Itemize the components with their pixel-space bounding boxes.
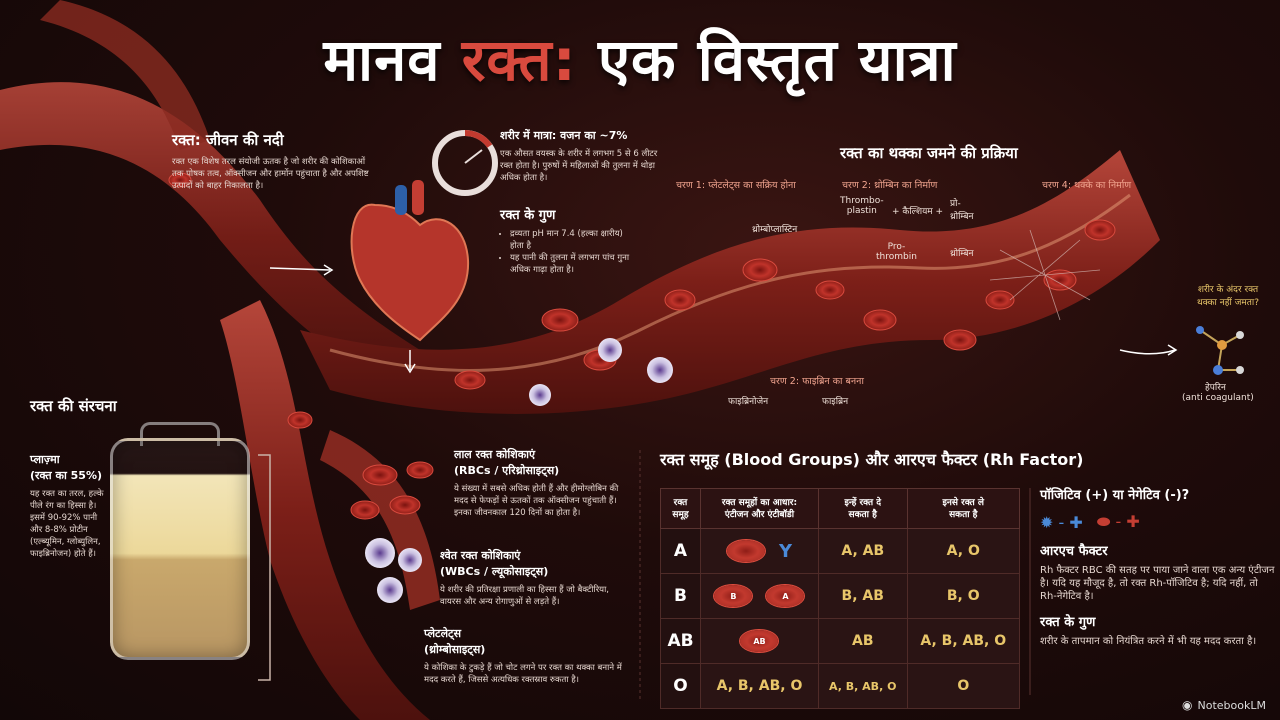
platelets-section: प्लेटलेट्स (थ्रोम्बोसाइट्स) ये कोशिका के… <box>424 626 629 686</box>
antigen-cell: Y <box>700 528 819 574</box>
properties-top-section: रक्त के गुण द्रव्यता pH मान 7.4 (हल्का क… <box>500 208 630 276</box>
rh-panel: पॉजिटिव (+) या नेगेटिव (-)? ✹ - ✚ ⬬ - ✚ … <box>1040 488 1275 648</box>
properties-top-list: द्रव्यता pH मान 7.4 (हल्का क्षारीय) होता… <box>500 228 630 276</box>
properties-top-item: द्रव्यता pH मान 7.4 (हल्का क्षारीय) होता… <box>510 228 630 252</box>
calcium-label: + कैल्शियम + <box>892 207 944 217</box>
brand-icon: ◉ <box>1182 698 1193 712</box>
rh-positive-icon: ⬬ - ✚ <box>1096 512 1140 531</box>
col-receive: इनसे रक्त ले सकता है <box>906 488 1021 529</box>
receive-cell: A, B, AB, O <box>906 618 1021 664</box>
plasma-section: प्लाज़्मा (रक्त का 55%) यह रक्त का तरल, … <box>30 452 110 560</box>
rbc-section: लाल रक्त कोशिकाएं (RBCs / एरिथ्रोसाइट्स)… <box>454 447 629 519</box>
properties-top-item: यह पानी की तुलना में लगभग पांच गुना अधिक… <box>510 252 630 276</box>
quantity-text: एक औसत वयस्क के शरीर में लगभग 5 से 6 लीट… <box>500 149 658 183</box>
blood-group-table: रक्त समूह रक्त समूहों का आधार: एंटीजन और… <box>660 488 1021 709</box>
give-cell: B, AB <box>817 573 908 619</box>
give-cell: A, B, AB, O <box>817 663 908 709</box>
page-title: मानव रक्त: एक विस्तृत यात्रा <box>0 18 1280 97</box>
prothrombin-en: Pro- thrombin <box>876 242 917 262</box>
clotting-stage2: चरण 2: थ्रोम्बिन का निर्माण <box>842 180 938 191</box>
col-group: रक्त समूह <box>660 488 701 529</box>
rh-question: पॉजिटिव (+) या नेगेटिव (-)? <box>1040 488 1190 503</box>
table-row: O A, B, AB, O A, B, AB, O O <box>660 663 1021 709</box>
platelets-text: ये कोशिका के टुकड़े हैं जो चोट लगने पर र… <box>424 663 622 685</box>
fibrin-label: फाइब्रिन <box>822 397 849 407</box>
give-cell: A, AB <box>817 528 908 574</box>
blood-groups-heading: रक्त समूह (Blood Groups) और आरएच फैक्टर … <box>660 450 1084 469</box>
antigen-cell: AB <box>700 618 819 664</box>
receive-cell: B, O <box>906 573 1021 619</box>
rbc-ab-icon: AB <box>740 630 779 652</box>
rh-text: Rh फैक्टर RBC की सतह पर पाया जाने वाला ए… <box>1040 565 1275 602</box>
group-cell: A <box>660 528 701 574</box>
why-no-clot: शरीर के अंदर रक्त थक्का नहीं जमता? <box>1196 285 1260 308</box>
rh-props-heading: रक्त के गुण <box>1040 615 1096 630</box>
quantity-section: शरीर में मात्रा: वजन का ~7% एक औसत वयस्क… <box>500 128 670 184</box>
table-row: A Y A, AB A, O <box>660 528 1021 574</box>
title-accent: रक्त: <box>461 26 577 94</box>
prothrombin-hi: प्रो- थ्रोम्बिन <box>950 199 974 222</box>
rh-props-text: शरीर के तापमान को नियंत्रित करने में भी … <box>1040 636 1257 647</box>
thromboplastin-en: Thrombo- plastin <box>840 196 884 216</box>
antigen-cell: A, B, AB, O <box>700 663 819 709</box>
title-part2: एक विस्तृत यात्रा <box>576 26 957 94</box>
wbc-heading: श्वेत रक्त कोशिकाएं (WBCs / ल्यूकोसाइट्स… <box>440 549 549 578</box>
give-cell: AB <box>817 618 908 664</box>
rh-heading: आरएच फैक्टर <box>1040 544 1108 559</box>
brand-logo: ◉ NotebookLM <box>1182 698 1266 712</box>
quantity-heading: शरीर में मात्रा: वजन का ~7% <box>500 129 628 142</box>
rbc-icon <box>726 540 765 562</box>
platelets-heading: प्लेटलेट्स (थ्रोम्बोसाइट्स) <box>424 627 486 656</box>
blood-bag-icon <box>110 438 250 660</box>
blood-bag-top <box>140 422 220 446</box>
rbc-b-icon: B <box>714 585 753 607</box>
receive-cell: O <box>906 663 1021 709</box>
rh-negative-icon: ✹ - ✚ <box>1040 512 1083 532</box>
rh-icons: ✹ - ✚ ⬬ - ✚ <box>1040 512 1275 532</box>
river-heading: रक्त: जीवन की नदी <box>172 131 284 149</box>
clotting-stage4: चरण 4: थक्के का निर्माण <box>1042 180 1132 191</box>
gauge-icon <box>432 130 498 196</box>
wbc-section: श्वेत रक्त कोशिकाएं (WBCs / ल्यूकोसाइट्स… <box>440 548 630 608</box>
river-section: रक्त: जीवन की नदी रक्त एक विशेष तरल संयो… <box>172 130 372 192</box>
thrombin-label: थ्रोम्बिन <box>950 249 974 259</box>
heart-icon <box>350 180 470 342</box>
group-cell: B <box>660 573 701 619</box>
clotting-stage-fibrin: चरण 2: फाइब्रिन का बनना <box>770 376 864 387</box>
rbc-heading: लाल रक्त कोशिकाएं (RBCs / एरिथ्रोसाइट्स) <box>454 448 560 477</box>
rbc-text: ये संख्या में सबसे अधिक होती हैं और हीमो… <box>454 484 619 518</box>
wbc-text: ये शरीर की प्रतिरक्षा प्रणाली का हिस्सा … <box>440 585 610 607</box>
fibrinogen-label: फाइब्रिनोजेन <box>728 397 769 407</box>
rbc-a-icon: A <box>766 585 805 607</box>
antibody-icon: Y <box>778 540 792 562</box>
composition-heading: रक्त की संरचना <box>30 397 117 415</box>
plasma-title: प्लाज़्मा (रक्त का 55%) <box>30 453 103 482</box>
brand-label: NotebookLM <box>1197 698 1266 712</box>
col-antigen: रक्त समूहों का आधार: एंटीजन और एंटीबॉडी <box>700 488 819 529</box>
anticoagulant-label: (anti coagulant) <box>1182 393 1254 403</box>
clotting-heading: रक्त का थक्का जमने की प्रक्रिया <box>840 144 1018 162</box>
receive-cell: A, O <box>906 528 1021 574</box>
table-header-row: रक्त समूह रक्त समूहों का आधार: एंटीजन और… <box>660 488 1021 529</box>
clotting-stage1: चरण 1: प्लेटलेट्स का सक्रिय होना <box>676 180 796 191</box>
plasma-text: यह रक्त का तरल, हल्के पीले रंग का हिस्सा… <box>30 489 104 559</box>
group-cell: AB <box>660 618 701 664</box>
group-cell: O <box>660 663 701 709</box>
river-text: रक्त एक विशेष तरल संयोजी ऊतक है जो शरीर … <box>172 157 369 191</box>
col-give: इन्हें रक्त दे सकता है <box>817 488 908 529</box>
table-row: AB AB AB A, B, AB, O <box>660 618 1021 664</box>
title-part1: मानव <box>323 26 462 94</box>
thromboplastin-label: थ्रोम्बोप्लास्टिन <box>752 225 798 235</box>
heparin-label: हेपरिन <box>1205 383 1226 393</box>
properties-top-heading: रक्त के गुण <box>500 208 556 223</box>
